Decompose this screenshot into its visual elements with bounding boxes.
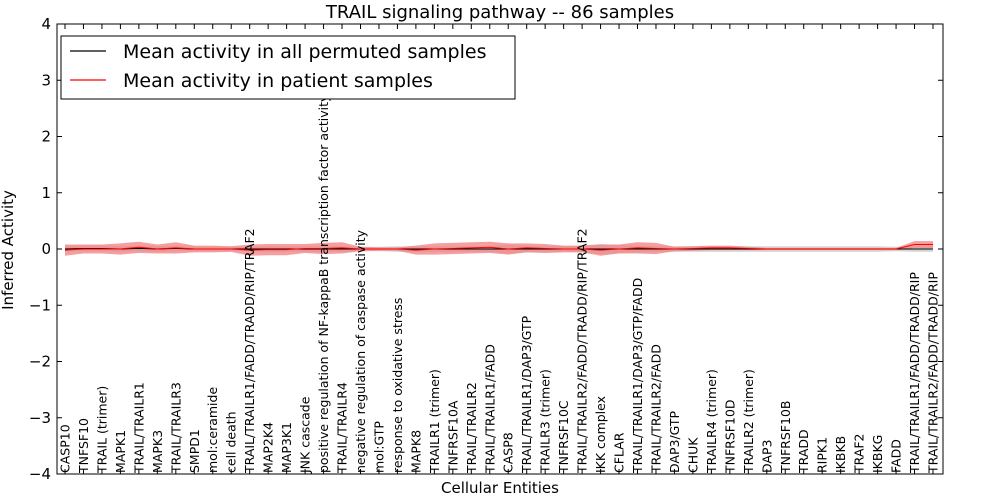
x-tick-label: MAPK1 — [113, 430, 128, 473]
x-tick-label: positive regulation of NF-kappaB transcr… — [316, 94, 331, 473]
x-tick-label: cell death — [224, 411, 239, 473]
x-tick-label: mol:GTP — [371, 421, 386, 473]
y-tick-label: 4 — [41, 15, 51, 33]
x-tick-label: CASP10 — [58, 424, 73, 473]
y-tick-label: −1 — [29, 296, 51, 314]
x-tick-label: TRAF2 — [852, 433, 867, 474]
x-tick-label: TRAILR1 (trimer) — [427, 369, 442, 474]
x-tick-label: TRAIL/TRAILR2/FADD/TRADD/RIP/TRAF2 — [575, 228, 590, 474]
y-tick-label: −2 — [29, 353, 51, 371]
x-tick-label: DAP3/GTP — [667, 410, 682, 473]
x-tick-label: TRAIL/TRAILR3 — [168, 382, 183, 474]
x-tick-label: MAPK8 — [408, 430, 423, 473]
x-tick-label: SMPD1 — [187, 429, 202, 473]
x-tick-label: IKBKG — [870, 435, 885, 473]
x-tick-label: FADD — [889, 439, 904, 473]
x-tick-label: TRAIL/TRAILR2 — [464, 382, 479, 474]
legend-box — [60, 35, 516, 100]
x-tick-label: CHUK — [685, 437, 700, 473]
x-tick-label: TNFRSF10C — [556, 400, 571, 474]
x-tick-label: TRAIL/TRAILR1 — [131, 382, 146, 474]
y-tick-label: −3 — [29, 409, 51, 427]
x-tick-label: TRADD — [796, 429, 811, 474]
y-axis-label: Inferred Activity — [0, 190, 17, 310]
y-tick-label: 3 — [41, 71, 51, 89]
y-tick-label: 0 — [41, 240, 51, 258]
x-tick-label: TNFSF10 — [76, 418, 91, 474]
x-tick-label: IKBKB — [833, 436, 848, 473]
x-tick-label: TRAIL/TRAILR1/DAP3/GTP — [519, 315, 534, 474]
x-axis-label: Cellular Entities — [441, 479, 559, 497]
x-tick-label: TRAIL/TRAILR1/DAP3/GTP/FADD — [630, 278, 645, 474]
x-tick-label: TRAILR4 (trimer) — [704, 369, 719, 474]
series-line-1 — [64, 244, 933, 251]
x-tick-label: IKK complex — [593, 396, 608, 473]
legend-label-permuted: Mean activity in all permuted samples — [123, 41, 486, 63]
x-tick-label: DAP3 — [759, 440, 774, 473]
x-tick-label: TRAIL/TRAILR1/FADD/TRADD/RIP — [907, 272, 922, 474]
legend: Mean activity in all permuted samples Me… — [60, 35, 516, 100]
x-tick-label: MAPK3 — [150, 430, 165, 473]
x-tick-label: JNK cascade — [298, 396, 313, 474]
x-tick-label: TNFRSF10A — [445, 400, 460, 474]
x-tick-label: TRAIL (trimer) — [94, 386, 109, 474]
x-tick-label: TRAILR2 (trimer) — [741, 369, 756, 474]
y-tick-label: 2 — [41, 128, 51, 146]
x-tick-label: TRAIL/TRAILR4 — [335, 382, 350, 474]
x-tick-label: TRAILR3 (trimer) — [538, 369, 553, 474]
y-tick-label: 1 — [41, 184, 51, 202]
x-tick-label: TNFRSF10B — [778, 401, 793, 474]
x-tick-label: TRAIL/TRAILR2/FADD/TRADD/RIP — [926, 272, 941, 474]
y-tick-label: −4 — [29, 465, 51, 483]
x-tick-label: negative regulation of caspase activity — [353, 229, 368, 473]
x-tick-label: TRAIL/TRAILR1/FADD — [482, 344, 497, 474]
x-tick-label: TRAIL/TRAILR1/FADD/TRADD/RIP/TRAF2 — [242, 228, 257, 474]
legend-label-patient: Mean activity in patient samples — [123, 70, 433, 92]
x-tick-label: TNFRSF10D — [722, 399, 737, 474]
x-tick-label: MAP2K4 — [261, 422, 276, 473]
x-tick-label: RIPK1 — [815, 437, 830, 473]
chart-title: TRAIL signaling pathway -- 86 samples — [325, 2, 674, 23]
x-tick-label: MAP3K1 — [279, 422, 294, 473]
x-tick-label: TRAIL/TRAILR2/FADD — [648, 344, 663, 474]
x-tick-label: CFLAR — [612, 432, 627, 473]
x-tick-label: mol:ceramide — [205, 387, 220, 473]
x-tick-label: CASP8 — [501, 432, 516, 473]
x-tick-label: response to oxidative stress — [390, 298, 405, 473]
